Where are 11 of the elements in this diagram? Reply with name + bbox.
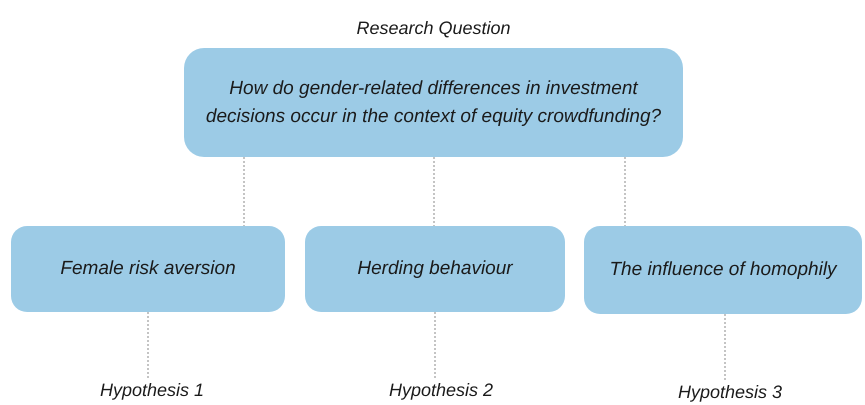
connector-line	[624, 156, 626, 226]
question-box: How do gender-related differences in investment decisions occur in the context of equity crowdfunding?	[184, 48, 683, 157]
hypothesis-label: Hypothesis 1	[72, 378, 232, 402]
topic-box: Female risk aversion	[11, 226, 285, 312]
topic-box: Herding behaviour	[305, 226, 565, 312]
hypothesis-label: Hypothesis 3	[650, 380, 810, 404]
heading-text: Research Question	[355, 17, 512, 40]
hypothesis-label: Hypothesis 2	[361, 378, 521, 402]
topic-box: The influence of homophily	[584, 226, 862, 314]
connector-line	[434, 312, 436, 378]
connector-line	[724, 314, 726, 380]
